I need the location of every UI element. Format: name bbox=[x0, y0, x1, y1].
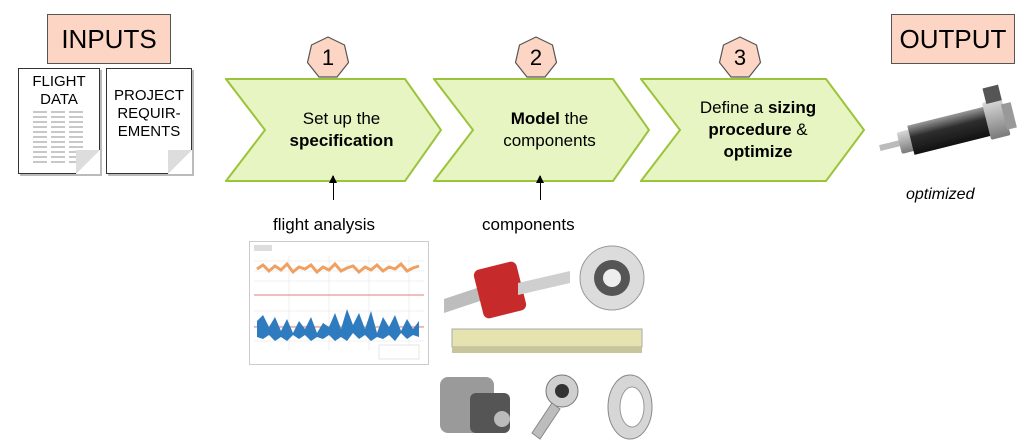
step-1-line1: Set up the bbox=[302, 109, 381, 128]
step-1-number-badge: 1 bbox=[306, 36, 350, 80]
step-3-line1-pre: Define a bbox=[699, 98, 768, 117]
page-fold bbox=[76, 150, 100, 174]
step-1-bold: specification bbox=[289, 131, 394, 150]
step-3-line2-post: & bbox=[791, 120, 808, 139]
flight-data-document: FLIGHT DATA bbox=[18, 68, 100, 174]
heptagon-shape bbox=[718, 36, 762, 78]
step-3-text: Define a sizing procedure & optimize bbox=[685, 78, 831, 182]
step-2-number: 2 bbox=[529, 45, 543, 70]
step-2-rest: the bbox=[559, 109, 589, 128]
flight-data-label-line1: FLIGHT bbox=[32, 73, 86, 90]
inputs-title: INPUTS bbox=[47, 14, 171, 64]
flight-data-label-line2: DATA bbox=[40, 91, 78, 108]
step-2-text: Model the components bbox=[488, 78, 611, 182]
heptagon-shape bbox=[514, 36, 558, 78]
step-3-number: 3 bbox=[733, 45, 747, 70]
step-1-arrow: Set up the specification bbox=[225, 78, 443, 182]
flight-analysis-label: flight analysis bbox=[273, 215, 376, 234]
components-collage bbox=[440, 245, 653, 440]
bearing-image bbox=[607, 374, 653, 440]
stator-rotor-image bbox=[440, 377, 510, 433]
rod-end-image bbox=[531, 374, 579, 440]
chevron-shape bbox=[225, 78, 443, 182]
requirements-label-line2: REQUIR- bbox=[117, 105, 181, 122]
step-3-line3-bold: optimize bbox=[723, 142, 793, 161]
output-caption: optimized bbox=[906, 186, 975, 203]
requirements-label-line3: EMENTS bbox=[117, 123, 181, 140]
step-3-line2-bold: procedure bbox=[708, 120, 792, 139]
components-label: components bbox=[482, 215, 575, 234]
step-1-text: Set up the specification bbox=[280, 78, 403, 182]
flight-analysis-plot bbox=[249, 241, 429, 365]
heptagon-shape bbox=[306, 36, 350, 78]
requirements-label-line1: PROJECT bbox=[113, 87, 184, 104]
up-arrow-2 bbox=[536, 175, 544, 200]
step-2-arrow: Model the components bbox=[433, 78, 651, 182]
linear-rail-image bbox=[451, 328, 643, 353]
actuator-image bbox=[879, 84, 1017, 155]
step-1-number: 1 bbox=[321, 45, 335, 70]
page-fold bbox=[168, 150, 192, 174]
step-3-line1-bold: sizing bbox=[767, 98, 817, 117]
project-requirements-document: PROJECT REQUIR- EMENTS bbox=[106, 68, 192, 174]
chevron-shape bbox=[640, 78, 866, 182]
roller-screw-image bbox=[444, 261, 570, 319]
chevron-shape bbox=[433, 78, 651, 182]
step-3-number-badge: 3 bbox=[718, 36, 762, 80]
step-2-line2: components bbox=[503, 131, 596, 150]
up-arrow-1 bbox=[329, 175, 337, 200]
step-2-bold: Model bbox=[510, 109, 560, 128]
ring-motor-image bbox=[579, 245, 645, 311]
step-2-number-badge: 2 bbox=[514, 36, 558, 80]
step-3-arrow: Define a sizing procedure & optimize bbox=[640, 78, 866, 182]
output-title: OUTPUT bbox=[891, 14, 1015, 64]
